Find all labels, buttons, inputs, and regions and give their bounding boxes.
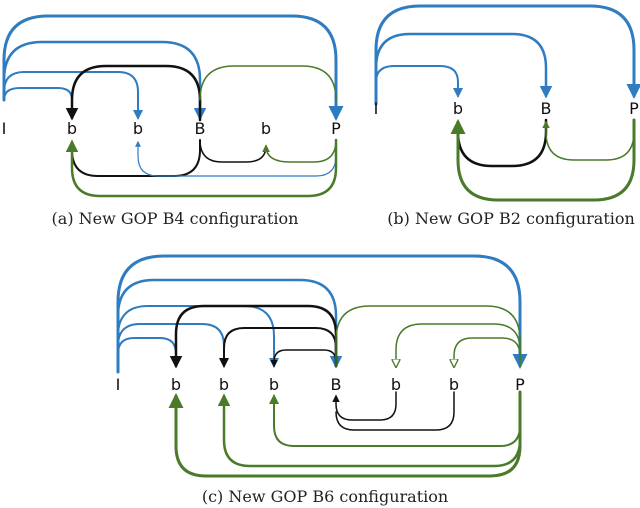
frame-a-4: b bbox=[261, 119, 271, 138]
frame-a-2: b bbox=[133, 119, 143, 138]
caption-b: (b) New GOP B2 configuration bbox=[387, 209, 635, 228]
frame-b-3: P bbox=[629, 99, 639, 118]
frame-a-0: I bbox=[2, 119, 7, 138]
arc-b-B-to-b bbox=[451, 118, 548, 168]
arc-a-i-to-B bbox=[2, 40, 207, 121]
arc-c-B-to-b3 bbox=[270, 349, 337, 368]
arc-c-i-to-b1 bbox=[117, 337, 181, 373]
arc-c-P-to-b5 bbox=[454, 337, 521, 366]
arc-c-P-to-b4 bbox=[396, 323, 521, 366]
frame-c-3: b bbox=[269, 375, 279, 394]
figure-a: I b b B b P (a) New GOP B4 configuration bbox=[2, 14, 344, 228]
frame-c-0: I bbox=[116, 375, 121, 394]
figure-c: I b b b B b b P (c) New GOP B6 configura… bbox=[116, 254, 528, 506]
arc-b-i-to-B bbox=[374, 32, 553, 106]
arc-a-B-to-b4 bbox=[199, 139, 270, 163]
frame-c-6: b bbox=[449, 375, 459, 394]
arc-b-P-to-b bbox=[450, 118, 636, 202]
frame-a-5: P bbox=[331, 119, 341, 138]
frame-a-1: b bbox=[67, 119, 77, 138]
arc-a-B-to-b1-lower bbox=[71, 139, 201, 177]
arc-c-P-to-B bbox=[335, 305, 521, 367]
figure-b: I b B P (b) New GOP B2 configuration bbox=[374, 4, 640, 228]
arc-a-P-to-b2 bbox=[135, 139, 337, 177]
arc-b-i-to-P bbox=[374, 4, 640, 106]
arc-a-i-to-b1 bbox=[3, 87, 77, 120]
arc-c-B-to-b1 bbox=[169, 304, 338, 369]
arc-c-P-to-b2-lower bbox=[217, 390, 522, 468]
arc-c-P-to-b1-lower bbox=[168, 390, 522, 478]
arc-c-B-to-b2 bbox=[219, 327, 337, 368]
frame-b-0: I bbox=[374, 99, 379, 118]
caption-c: (c) New GOP B6 configuration bbox=[202, 487, 448, 506]
arc-c-i-to-b2 bbox=[117, 323, 229, 373]
caption-a: (a) New GOP B4 configuration bbox=[52, 209, 299, 228]
frame-c-4: B bbox=[331, 375, 342, 394]
frame-c-7: P bbox=[515, 375, 525, 394]
frame-a-3: B bbox=[195, 119, 206, 138]
arc-b-i-to-b bbox=[375, 65, 463, 105]
arc-c-P-to-b3-lower bbox=[269, 391, 521, 447]
frame-c-2: b bbox=[219, 375, 229, 394]
arc-c-i-to-B bbox=[116, 278, 343, 374]
arc-c-i-to-P bbox=[116, 254, 528, 374]
arc-a-B-to-b1 bbox=[65, 64, 202, 122]
frame-b-2: B bbox=[541, 99, 552, 118]
arc-a-P-to-b4 bbox=[262, 139, 337, 163]
frame-b-1: b bbox=[453, 99, 463, 118]
arc-a-P-to-b1 bbox=[65, 138, 338, 198]
arc-a-i-to-p bbox=[2, 14, 344, 121]
arc-c-b4-to-B bbox=[332, 391, 397, 421]
frame-c-5: b bbox=[391, 375, 401, 394]
frame-c-1: b bbox=[171, 375, 181, 394]
arc-b-P-to-B bbox=[542, 119, 635, 161]
arc-a-i-to-b2 bbox=[3, 71, 143, 120]
arc-c-b5-to-B bbox=[335, 391, 455, 431]
arc-a-P-to-B bbox=[199, 65, 337, 101]
